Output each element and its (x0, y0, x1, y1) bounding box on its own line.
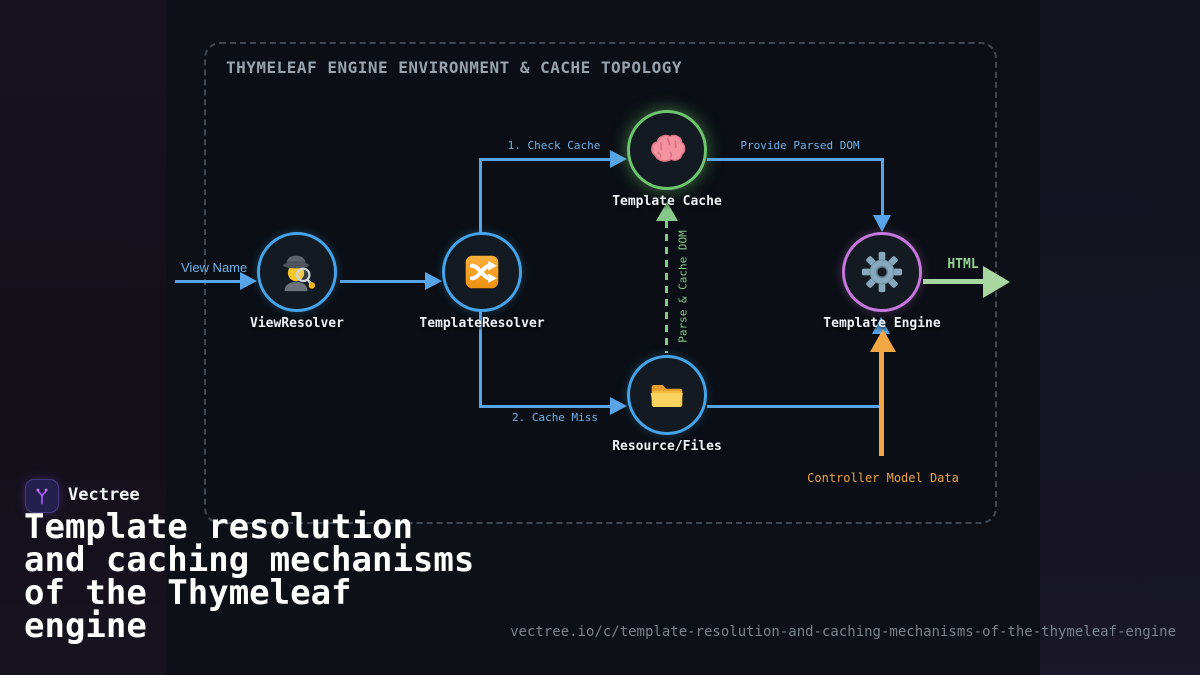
diagram-title: THYMELEAF ENGINE ENVIRONMENT & CACHE TOP… (226, 58, 682, 77)
node-template-resolver (442, 232, 522, 312)
edge-label-provide-parsed-dom: Provide Parsed DOM (740, 139, 860, 152)
arrowhead-right-icon (610, 150, 627, 168)
arrowhead-up-orange-icon (870, 329, 896, 352)
shuffle-icon (465, 255, 499, 289)
arrowhead-right-icon (425, 272, 442, 290)
page-title: Template resolution and caching mechanis… (24, 507, 475, 646)
arrowhead-down-icon (873, 215, 891, 232)
edge-vr-to-tr-line (340, 280, 426, 283)
open-folder-icon (650, 384, 683, 407)
edge-check-cache-line (479, 158, 611, 161)
vectree-logo-icon (36, 488, 48, 505)
vectree-logo (25, 479, 59, 513)
edge-controller-data-line (879, 350, 884, 456)
edge-view-name-line (175, 280, 243, 283)
edge-label-view-name: View Name (181, 260, 248, 275)
node-template-cache (627, 110, 707, 190)
arrowhead-right-icon (610, 397, 627, 415)
node-label-template-resolver: TemplateResolver (419, 316, 545, 331)
edge-provide-dom-down-line (881, 158, 884, 216)
node-label-resource-files: Resource/Files (612, 439, 722, 454)
arrowhead-right-icon (240, 272, 257, 290)
page-title-line-3: of the Thymeleaf (24, 573, 352, 613)
left-gradient-band (0, 0, 166, 675)
gear-icon (861, 251, 903, 293)
edge-label-controller-model-data: Controller Model Data (807, 471, 959, 485)
edge-label-html: HTML (947, 257, 979, 272)
brain-icon (651, 134, 686, 162)
edge-label-parse-cache-dom: Parse & Cache DOM (676, 230, 690, 343)
node-view-resolver (257, 232, 337, 312)
page-title-line-4: engine (24, 606, 147, 646)
edge-label-cache-miss: 2. Cache Miss (511, 411, 599, 424)
edge-rf-right-line (707, 405, 883, 408)
right-gradient-band (1040, 0, 1200, 675)
edge-cache-miss-line (479, 405, 611, 408)
edge-provide-dom-line (707, 158, 884, 161)
edge-label-check-cache: 1. Check Cache (507, 139, 601, 152)
page-title-line-2: and caching mechanisms (24, 540, 475, 580)
brand-name: Vectree (68, 485, 140, 505)
node-label-template-engine: Template Engine (823, 316, 941, 331)
detective-icon (283, 255, 316, 292)
arrowhead-right-big-icon (983, 266, 1010, 298)
edge-tr-up-line (479, 158, 482, 240)
node-template-engine (842, 232, 922, 312)
node-label-template-cache: Template Cache (612, 194, 722, 209)
footer-url: vectree.io/c/template-resolution-and-cac… (510, 624, 1176, 640)
page-title-line-1: Template resolution (24, 507, 413, 547)
edge-parse-cache-dashed-line (665, 221, 668, 353)
edge-html-line (923, 279, 985, 284)
node-label-view-resolver: ViewResolver (250, 316, 344, 331)
edge-tr-down-line (479, 305, 482, 407)
node-resource-files (627, 355, 707, 435)
arrowhead-up-green-icon (656, 202, 678, 221)
